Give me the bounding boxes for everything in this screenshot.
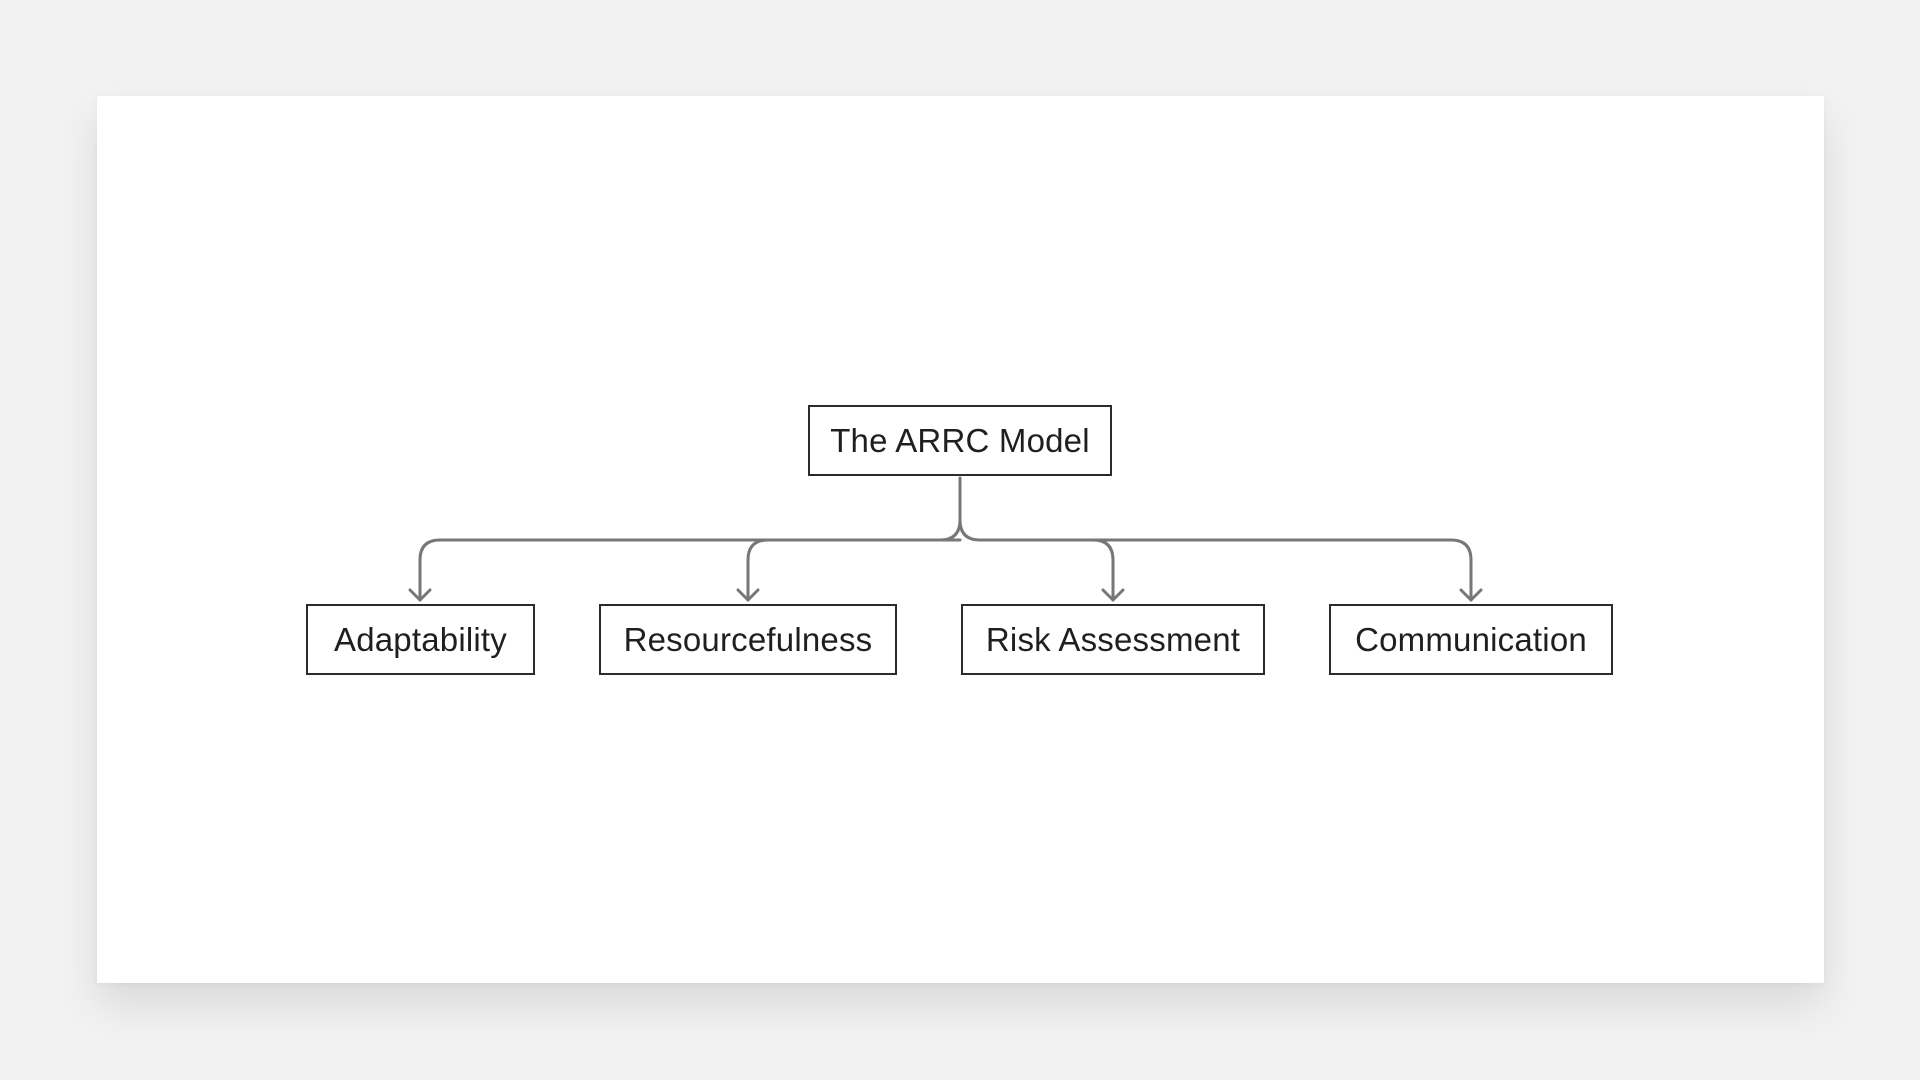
diagram-canvas <box>97 96 1824 983</box>
node-label: Communication <box>1355 621 1587 658</box>
root-node[interactable]: The ARRC Model <box>808 405 1112 476</box>
node-resourcefulness[interactable]: Resourcefulness <box>599 604 897 675</box>
root-node-label: The ARRC Model <box>830 422 1090 459</box>
node-risk-assessment[interactable]: Risk Assessment <box>961 604 1265 675</box>
node-adaptability[interactable]: Adaptability <box>306 604 535 675</box>
node-label: Adaptability <box>333 621 507 658</box>
node-label: Risk Assessment <box>985 621 1241 658</box>
node-label: Resourcefulness <box>623 621 873 658</box>
node-communication[interactable]: Communication <box>1329 604 1613 675</box>
